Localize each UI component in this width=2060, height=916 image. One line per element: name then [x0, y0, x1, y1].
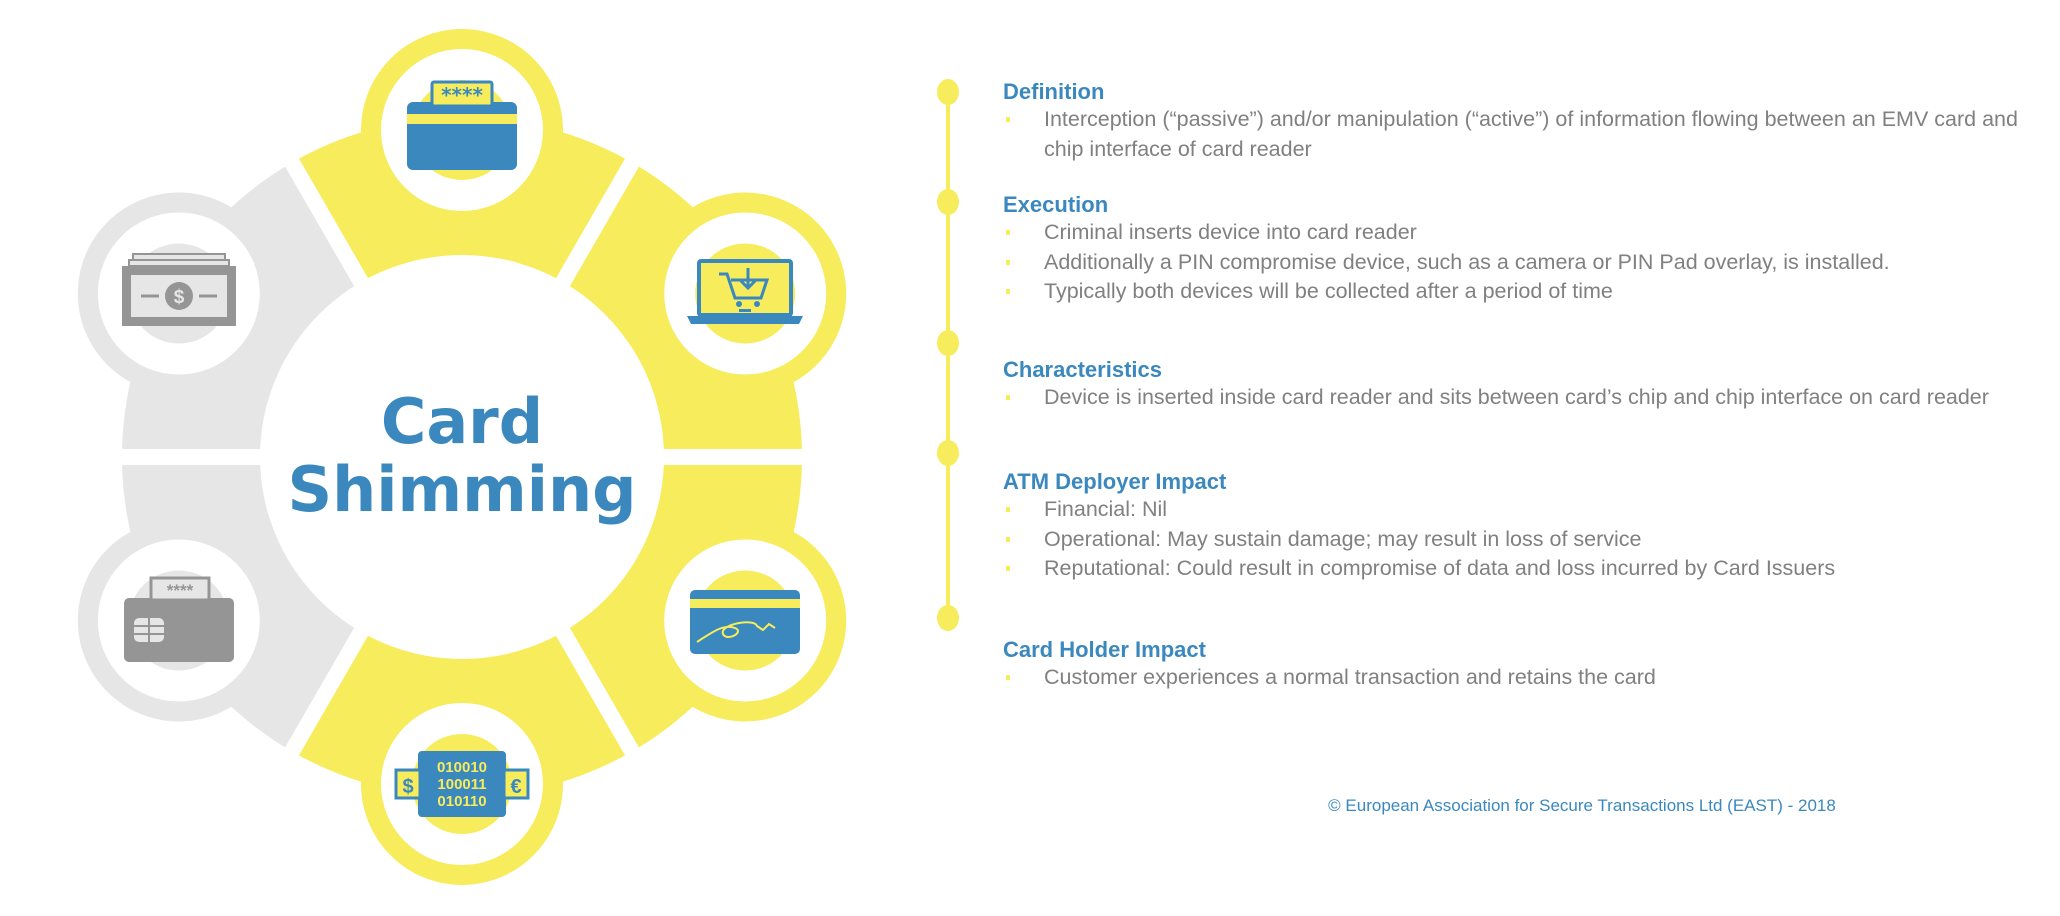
bullet-item: Financial: Nil — [1003, 495, 2053, 525]
cash-icon: $ — [122, 253, 236, 326]
laptop-cart-icon — [687, 259, 803, 324]
bullet-item: Reputational: Could result in compromise… — [1003, 554, 2053, 584]
binary-line: 100011 — [437, 776, 486, 793]
pin-stars: **** — [441, 83, 483, 107]
binary-line: 010110 — [437, 793, 486, 810]
gray-card-stars: **** — [167, 581, 194, 600]
card-shimming-wheel: **** $ € 010010 100011 010110 **** — [77, 29, 847, 885]
binary-currency-icon: $ € 010010 100011 010110 — [394, 751, 530, 817]
bullet-item: Device is inserted inside card reader an… — [1003, 383, 2053, 413]
cash-dollar: $ — [174, 287, 185, 308]
section-heading: Definition — [1003, 79, 1105, 104]
bullet-item: Criminal inserts device into card reader — [1003, 218, 2053, 248]
section-heading: Execution — [1003, 192, 1109, 217]
section-card-holder-impact: Card Holder Impact Customer experiences … — [1003, 637, 2053, 693]
timeline-dot — [937, 605, 959, 631]
section-execution: Execution Criminal inserts device into c… — [1003, 192, 2053, 307]
section-definition: Definition Interception (“passive”) and/… — [1003, 79, 2053, 164]
section-atm-deployer-impact: ATM Deployer Impact Financial: Nil Opera… — [1003, 469, 2053, 584]
chip-card-icon: **** — [124, 576, 234, 662]
timeline-dot — [937, 330, 959, 356]
signature-card-icon — [690, 590, 800, 654]
center-circle — [260, 255, 664, 659]
timeline-dot — [937, 79, 959, 105]
binary-line: 010010 — [437, 759, 487, 776]
copyright-notice: © European Association for Secure Transa… — [1328, 796, 1836, 815]
bullet-item: Customer experiences a normal transactio… — [1003, 663, 2053, 693]
dollar-sign: $ — [402, 776, 413, 798]
bullet-item: Typically both devices will be collected… — [1003, 277, 2053, 307]
bullet-item: Interception (“passive”) and/or manipula… — [1003, 105, 2053, 164]
section-heading: Characteristics — [1003, 357, 1162, 382]
title-line-1: Card — [380, 385, 544, 458]
bullet-item: Additionally a PIN compromise device, su… — [1003, 248, 2053, 278]
title-line-2: Shimming — [287, 453, 637, 526]
section-heading: ATM Deployer Impact — [1003, 469, 1227, 494]
bullet-item: Operational: May sustain damage; may res… — [1003, 525, 2053, 555]
pin-card-icon: **** — [407, 80, 517, 170]
section-characteristics: Characteristics Device is inserted insid… — [1003, 357, 2053, 413]
timeline-dot — [937, 440, 959, 466]
timeline-dot — [937, 189, 959, 215]
diagram-title: Card Shimming — [262, 388, 662, 524]
euro-sign: € — [510, 776, 521, 798]
section-heading: Card Holder Impact — [1003, 637, 1206, 662]
